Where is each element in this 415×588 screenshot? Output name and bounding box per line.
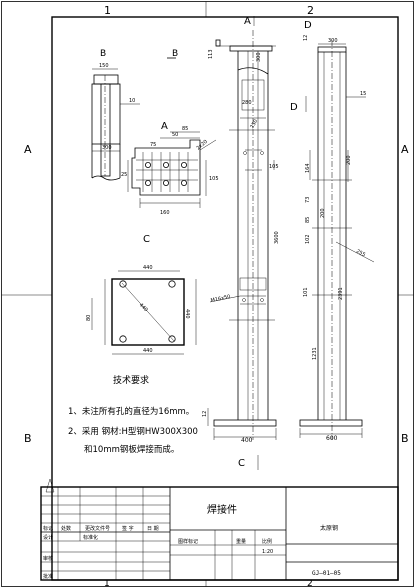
tb-scale-label: 比例 (262, 538, 272, 545)
tb-col-sign: 签 字 (122, 525, 134, 532)
dim-main-400: 400 (241, 437, 253, 444)
dim-c-440-right: 440 (184, 309, 190, 319)
section-d-label: D (304, 20, 312, 31)
dim-main-12: 12 (202, 411, 208, 417)
tb-design: 设计 (43, 534, 53, 541)
section-c-view: C 440 80 440 440 440 (86, 234, 197, 355)
dim-main-side: 105 (269, 164, 279, 170)
tb-scale: 1:20 (262, 549, 273, 555)
section-b-label: B (100, 49, 106, 59)
dim-d-2391: 2391 (338, 287, 344, 300)
tb-drawing-number: GJ—01—05 (312, 570, 341, 577)
zone-letter-right-b: B (401, 432, 409, 445)
dim-main-113: 113 (208, 49, 214, 59)
tb-company: 太原钢 (320, 524, 338, 532)
zone-number-bottom-2: 2 (307, 579, 313, 588)
dim-a-160: 160 (160, 210, 170, 216)
dim-main-280: 280 (242, 100, 252, 106)
dim-a-75: 75 (150, 142, 156, 148)
section-d-view: D D 300 12 15 164 200 73 85 200 102 255 … (290, 20, 375, 442)
dim-d-85: 85 (305, 217, 311, 223)
dim-d-12: 12 (303, 35, 309, 41)
dim-c-440-bottom: 440 (143, 348, 153, 354)
dim-main-weld: M16x50 (210, 294, 231, 304)
zone-letter-left-b: B (24, 432, 32, 445)
notes-line-3: 和10mm钢板焊接而成。 (84, 444, 179, 455)
main-section-c-marker: C (238, 458, 245, 469)
tb-weight: 重量 (236, 538, 246, 545)
notes-line-1: 1、未注所有孔的直径为16mm。 (68, 406, 194, 417)
section-d-marker: D (290, 102, 298, 113)
dim-d-200: 200 (320, 208, 326, 218)
dim-main-3600: 3600 (274, 231, 280, 244)
dim-d-15: 15 (360, 91, 366, 97)
section-b-marker: B (172, 49, 178, 59)
dim-d-101: 101 (303, 287, 309, 297)
zone-number-bottom-1: 1 (104, 579, 110, 588)
tb-sample-mark: 图样标记 (178, 538, 198, 545)
dim-main-250: 250 (249, 118, 259, 129)
tb-std: 标准化 (83, 534, 98, 541)
dim-d-73: 73 (305, 197, 311, 203)
section-c-label: C (143, 234, 150, 245)
section-b-view: B B 150 10 300 (91, 49, 178, 181)
main-column-view: A 113 300 280 250 105 3600 M16x50 12 (202, 16, 280, 470)
main-section-a-marker: A (244, 16, 251, 27)
dim-a-25: 25 (121, 172, 127, 178)
tb-approve: 批准 (43, 573, 53, 580)
tb-col-file: 更改文件号 (85, 525, 110, 532)
dim-d-164: 164 (305, 163, 311, 173)
dim-a-105: 105 (209, 176, 219, 182)
zone-letter-left-a: A (24, 143, 32, 156)
dim-c-diagonal: 440 (138, 302, 149, 313)
dim-b-150: 150 (99, 63, 109, 69)
zone-number-top-1: 1 (104, 4, 111, 17)
dim-b-10: 10 (129, 98, 135, 104)
tb-col-date: 日 期 (147, 526, 159, 532)
dim-c-80: 80 (86, 315, 92, 321)
dim-d-1231: 1231 (312, 347, 318, 360)
notes-line-2: 2、采用 钢材:H型钢HW300X300 (68, 426, 198, 437)
dim-d-300: 300 (328, 38, 338, 44)
dim-b-300: 300 (102, 145, 112, 151)
zone-number-top-2: 2 (307, 4, 314, 17)
section-a-view: A 50 85 75 25 2x20 105 160 (121, 121, 219, 216)
dim-a-85: 85 (182, 126, 188, 132)
tb-drawing-title: 焊接件 (207, 503, 237, 516)
dim-c-440-top: 440 (143, 265, 153, 271)
dim-d-leader: 255 (355, 248, 366, 258)
dim-main-300-top: 300 (256, 52, 262, 62)
dim-d-600: 600 (326, 435, 338, 442)
section-a-label: A (161, 121, 168, 132)
tb-col-count: 处数 (61, 525, 71, 532)
dim-d-242: 200 (346, 155, 352, 165)
tb-col-mark: 标记 (43, 525, 53, 532)
title-block: 标记 处数 更改文件号 签 字 日 期 设计 标准化 审核 批准 图样标记 重量… (40, 478, 399, 581)
notes-title: 技术要求 (113, 374, 149, 386)
dim-a-radius: 2x20 (195, 139, 208, 152)
dim-d-102: 102 (305, 234, 311, 244)
zone-letter-right-a: A (401, 143, 409, 156)
technical-notes: 技术要求 1、未注所有孔的直径为16mm。 2、采用 钢材:H型钢HW300X3… (68, 374, 198, 455)
dim-a-50: 50 (172, 132, 178, 138)
tb-check: 审核 (43, 555, 53, 562)
